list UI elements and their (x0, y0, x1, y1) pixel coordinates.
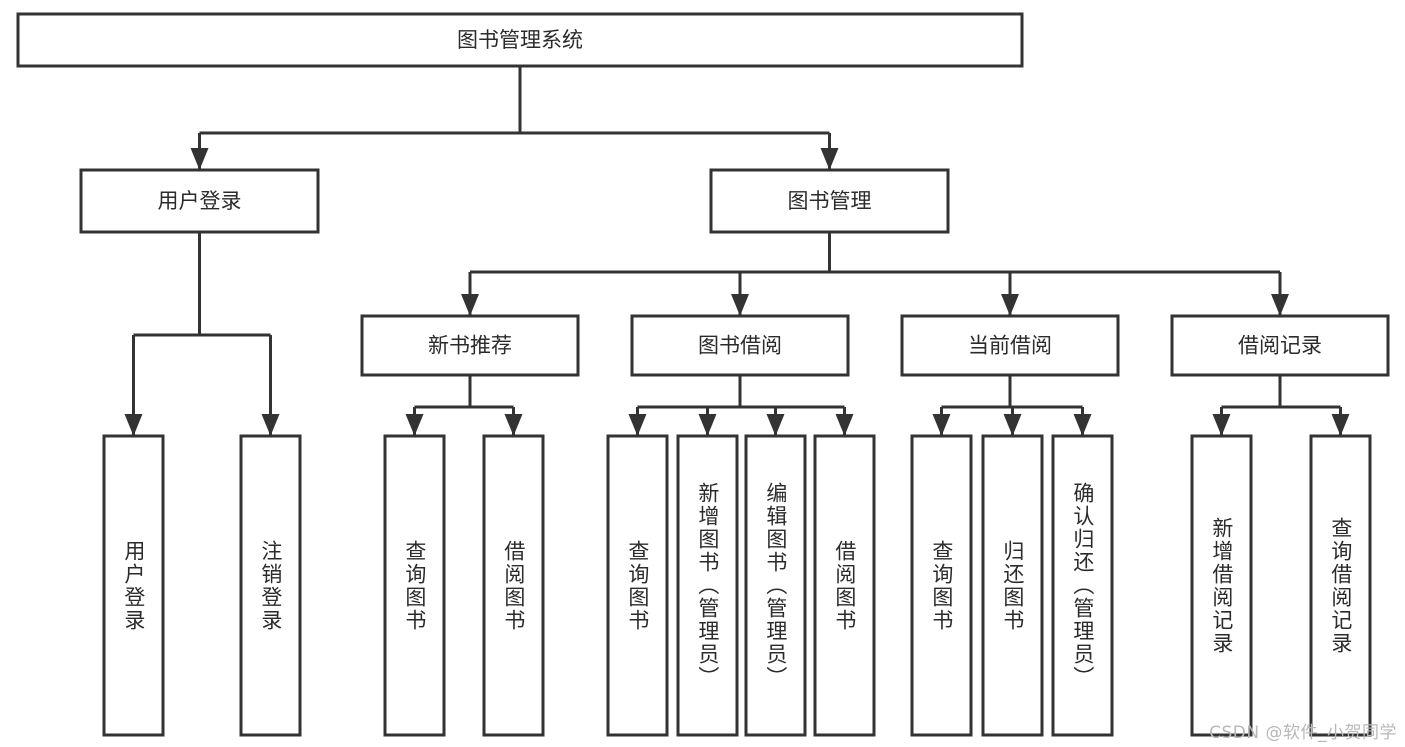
node-label-new-book-recommend: 新书推荐 (428, 334, 512, 358)
arrow-icon-leaf-user-login (124, 414, 143, 436)
arrow-icon-leaf-borrow-book (835, 414, 854, 436)
node-box-leaf-query-book-borrow[interactable] (606, 434, 669, 737)
node-label-root: 图书管理系统 (457, 28, 583, 52)
node-box-borrow-record[interactable] (1170, 314, 1390, 377)
arrow-icon-leaf-borrow-book-recommend (504, 414, 523, 436)
arrow-icon-leaf-query-book-current (932, 414, 951, 436)
node-box-leaf-edit-book-admin[interactable] (744, 434, 807, 737)
node-box-leaf-borrow-book-recommend[interactable] (482, 434, 545, 737)
node-label-book-management: 图书管理 (788, 189, 872, 213)
node-box-leaf-user-logout[interactable] (239, 434, 302, 737)
node-box-leaf-confirm-return-admin[interactable] (1051, 434, 1114, 737)
node-box-current-borrow[interactable] (900, 314, 1120, 377)
node-label-current-borrow: 当前借阅 (968, 334, 1052, 358)
node-box-root[interactable] (16, 12, 1024, 68)
arrow-icon-leaf-add-book-admin (698, 414, 717, 436)
node-box-leaf-borrow-book[interactable] (813, 434, 876, 737)
node-box-book-borrow[interactable] (630, 314, 850, 377)
arrow-icon-leaf-return-book (1003, 414, 1022, 436)
node-box-leaf-add-borrow-record[interactable] (1190, 434, 1253, 737)
arrow-icon-current-borrow (1001, 294, 1019, 316)
node-box-leaf-query-book-current[interactable] (910, 434, 973, 737)
node-box-new-book-recommend[interactable] (360, 314, 580, 377)
arrow-icon-user-login (190, 148, 209, 170)
connectors-layer (124, 66, 1350, 436)
arrow-icon-book-borrow (731, 294, 749, 316)
csdn-watermark: CSDN @软件_小贺同学 (1209, 723, 1397, 743)
arrow-icon-leaf-confirm-return-admin (1073, 414, 1092, 436)
arrow-icon-leaf-user-logout (261, 414, 280, 436)
node-box-book-management[interactable] (709, 168, 950, 234)
node-label-book-borrow: 图书借阅 (698, 334, 782, 358)
node-box-leaf-return-book[interactable] (981, 434, 1044, 737)
arrow-icon-leaf-query-book-recommend (405, 414, 424, 436)
boxes-layer (16, 12, 1390, 737)
arrow-icon-leaf-query-book-borrow (628, 414, 647, 436)
node-box-leaf-query-book-recommend[interactable] (383, 434, 446, 737)
arrow-icon-leaf-edit-book-admin (766, 414, 785, 436)
node-box-user-login[interactable] (79, 168, 320, 234)
arrow-icon-borrow-record (1271, 294, 1289, 316)
node-box-leaf-user-login[interactable] (102, 434, 165, 737)
arrow-icon-new-book-recommend (461, 294, 479, 316)
arrow-icon-book-management (820, 148, 839, 170)
arrow-icon-leaf-add-borrow-record (1212, 414, 1231, 436)
node-box-leaf-add-book-admin[interactable] (676, 434, 739, 737)
node-label-user-login: 用户登录 (158, 189, 242, 213)
node-label-borrow-record: 借阅记录 (1238, 334, 1322, 358)
node-box-leaf-query-borrow-record[interactable] (1309, 434, 1372, 737)
arrow-icon-leaf-query-borrow-record (1331, 414, 1350, 436)
